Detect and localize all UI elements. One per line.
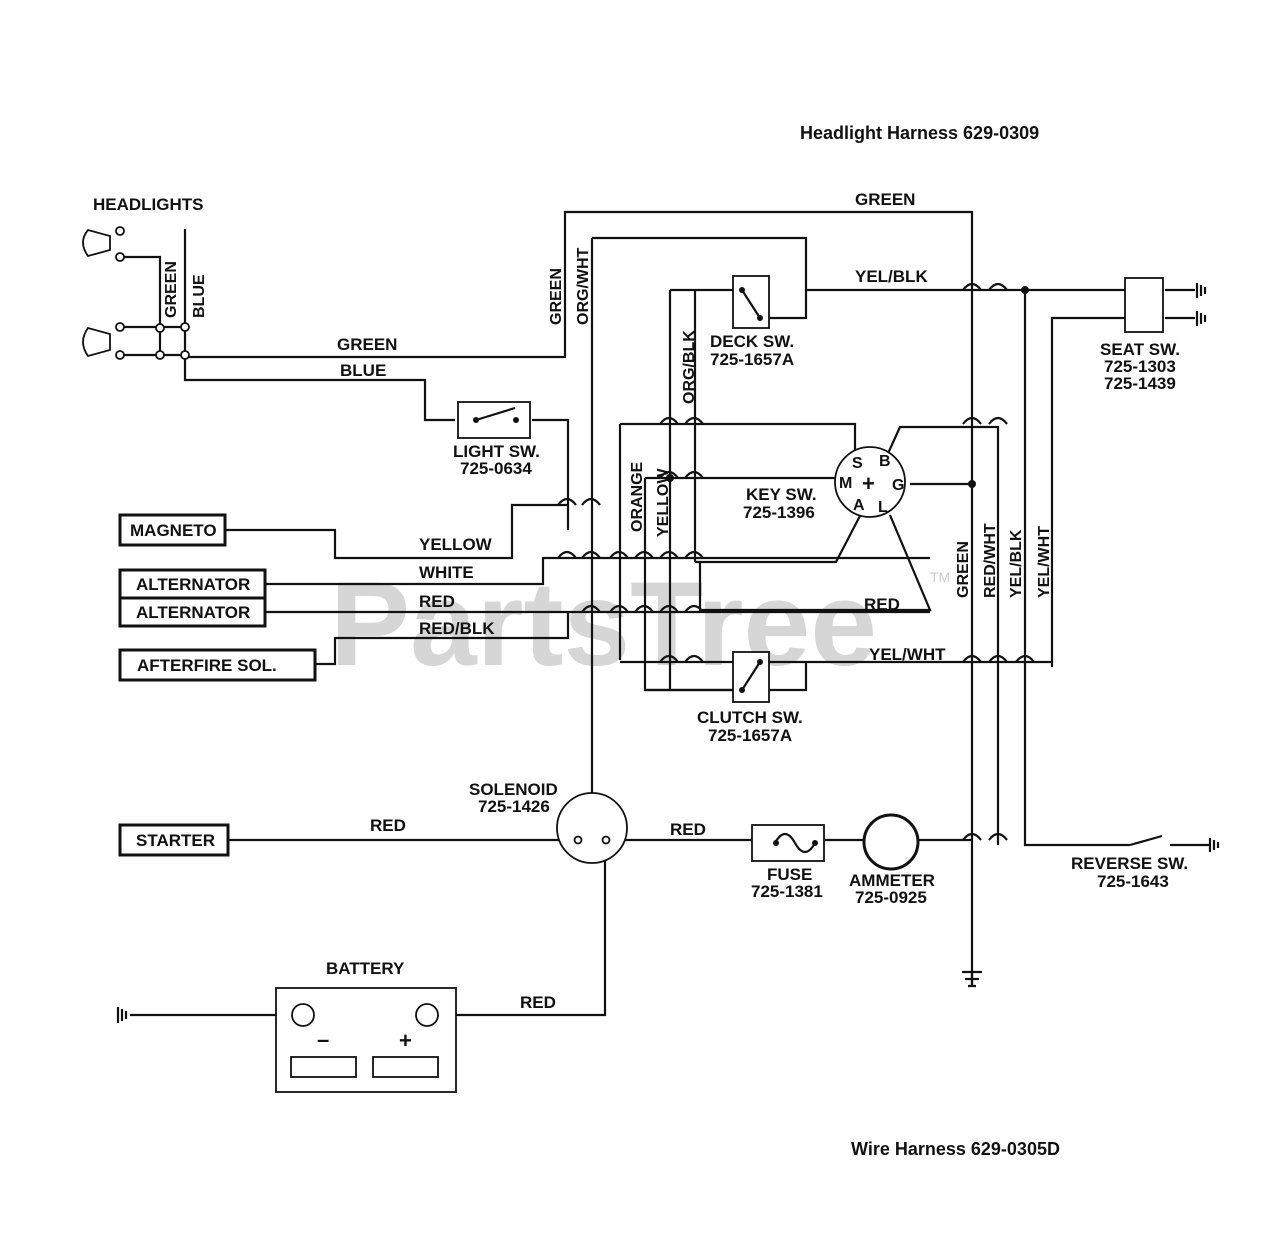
key-center: + xyxy=(862,471,875,496)
key-switch-part: 725-1396 xyxy=(743,503,815,522)
afterfire-label: AFTERFIRE SOL. xyxy=(137,656,277,675)
wire-label-blue-h: BLUE xyxy=(340,361,386,380)
light-switch-label: LIGHT SW. xyxy=(453,442,540,461)
key-switch-label: KEY SW. xyxy=(746,485,817,504)
alternator-label-2: ALTERNATOR xyxy=(136,603,250,622)
ammeter-label: AMMETER xyxy=(849,871,935,890)
alternator-box-1 xyxy=(118,568,267,600)
starter-box xyxy=(118,823,230,857)
green-wire-label-headlight: GREEN xyxy=(163,261,180,318)
wire-label-green-rv: GREEN xyxy=(955,541,972,598)
key-terminal-b: B xyxy=(879,453,891,470)
seat-switch-label: SEAT SW. xyxy=(1100,340,1180,359)
light-switch-part: 725-0634 xyxy=(460,459,532,478)
wire-label-green-h: GREEN xyxy=(337,335,397,354)
wire-label-red-sol-fuse: RED xyxy=(670,820,706,839)
solenoid-icon xyxy=(556,792,628,864)
wire-label-red-blk-h: RED/BLK xyxy=(419,619,495,638)
afterfire-box xyxy=(118,648,317,682)
wire-label-orange-v: ORANGE xyxy=(629,461,646,532)
wire-label-green-v: GREEN xyxy=(548,268,565,325)
solenoid-part: 725-1426 xyxy=(478,797,550,816)
alternator-label-1: ALTERNATOR xyxy=(136,575,250,594)
watermark-tm: TM xyxy=(930,569,950,585)
wire-label-white-h: WHITE xyxy=(419,563,474,582)
wire-label-yel-blk-rv: YEL/BLK xyxy=(1008,529,1025,598)
deck-switch-label: DECK SW. xyxy=(710,332,794,351)
light-switch-icon xyxy=(457,401,531,439)
wire-label-org-wht-v: ORG/WHT xyxy=(575,247,592,325)
wire-label-red-h: RED xyxy=(419,592,455,611)
wire-label-yel-wht-rv: YEL/WHT xyxy=(1036,526,1053,598)
blue-wire-label-headlight: BLUE xyxy=(191,274,208,318)
watermark: PartsTree xyxy=(330,557,877,691)
key-terminal-m: M xyxy=(839,475,852,492)
headlight-harness-title: Headlight Harness 629-0309 xyxy=(800,123,1039,143)
seat-switch-icon xyxy=(1124,277,1164,333)
ammeter-icon xyxy=(862,813,920,871)
wire-label-red-battery: RED xyxy=(520,993,556,1012)
battery-minus: – xyxy=(317,1027,329,1052)
headlights-label: HEADLIGHTS xyxy=(93,195,204,214)
clutch-switch-icon xyxy=(732,651,770,703)
key-terminal-s: S xyxy=(852,455,863,472)
battery-label: BATTERY xyxy=(326,959,405,978)
seat-switch-part-2: 725-1439 xyxy=(1104,374,1176,393)
ammeter-part: 725-0925 xyxy=(855,888,927,907)
reverse-switch-label: REVERSE SW. xyxy=(1071,854,1188,873)
headlight-icon xyxy=(82,226,190,360)
alternator-box-2 xyxy=(118,596,267,628)
starter-label: STARTER xyxy=(136,831,215,850)
wire-label-yellow-h: YELLOW xyxy=(419,535,493,554)
deck-switch-part: 725-1657A xyxy=(710,350,794,369)
seat-switch-part-1: 725-1303 xyxy=(1104,357,1176,376)
wire-label-yellow-v: YELLOW xyxy=(655,468,672,537)
fuse-part: 725-1381 xyxy=(751,882,823,901)
key-terminal-l: L xyxy=(878,499,888,516)
wire-label-yel-blk-top: YEL/BLK xyxy=(855,267,928,286)
wire-label-yel-wht-h: YEL/WHT xyxy=(869,645,946,664)
wire-label-red-key: RED xyxy=(864,595,900,614)
magneto-box xyxy=(118,513,227,547)
wire-label-green-top: GREEN xyxy=(855,190,915,209)
key-switch-icon xyxy=(834,446,906,518)
clutch-switch-part: 725-1657A xyxy=(708,726,792,745)
reverse-switch-part: 725-1643 xyxy=(1097,872,1169,891)
solenoid-label: SOLENOID xyxy=(469,780,558,799)
wire-label-red-wht-rv: RED/WHT xyxy=(982,523,999,598)
clutch-switch-label: CLUTCH SW. xyxy=(697,708,803,727)
key-terminal-g: G xyxy=(892,477,904,494)
wires xyxy=(116,210,1220,1023)
fuse-label: FUSE xyxy=(767,865,812,884)
battery-plus: + xyxy=(399,1028,412,1053)
key-terminal-a: A xyxy=(853,497,865,514)
wire-harness-title: Wire Harness 629-0305D xyxy=(851,1139,1060,1159)
magneto-label: MAGNETO xyxy=(130,521,217,540)
wire-label-org-blk-v: ORG/BLK xyxy=(681,330,698,404)
wire-label-red-starter: RED xyxy=(370,816,406,835)
